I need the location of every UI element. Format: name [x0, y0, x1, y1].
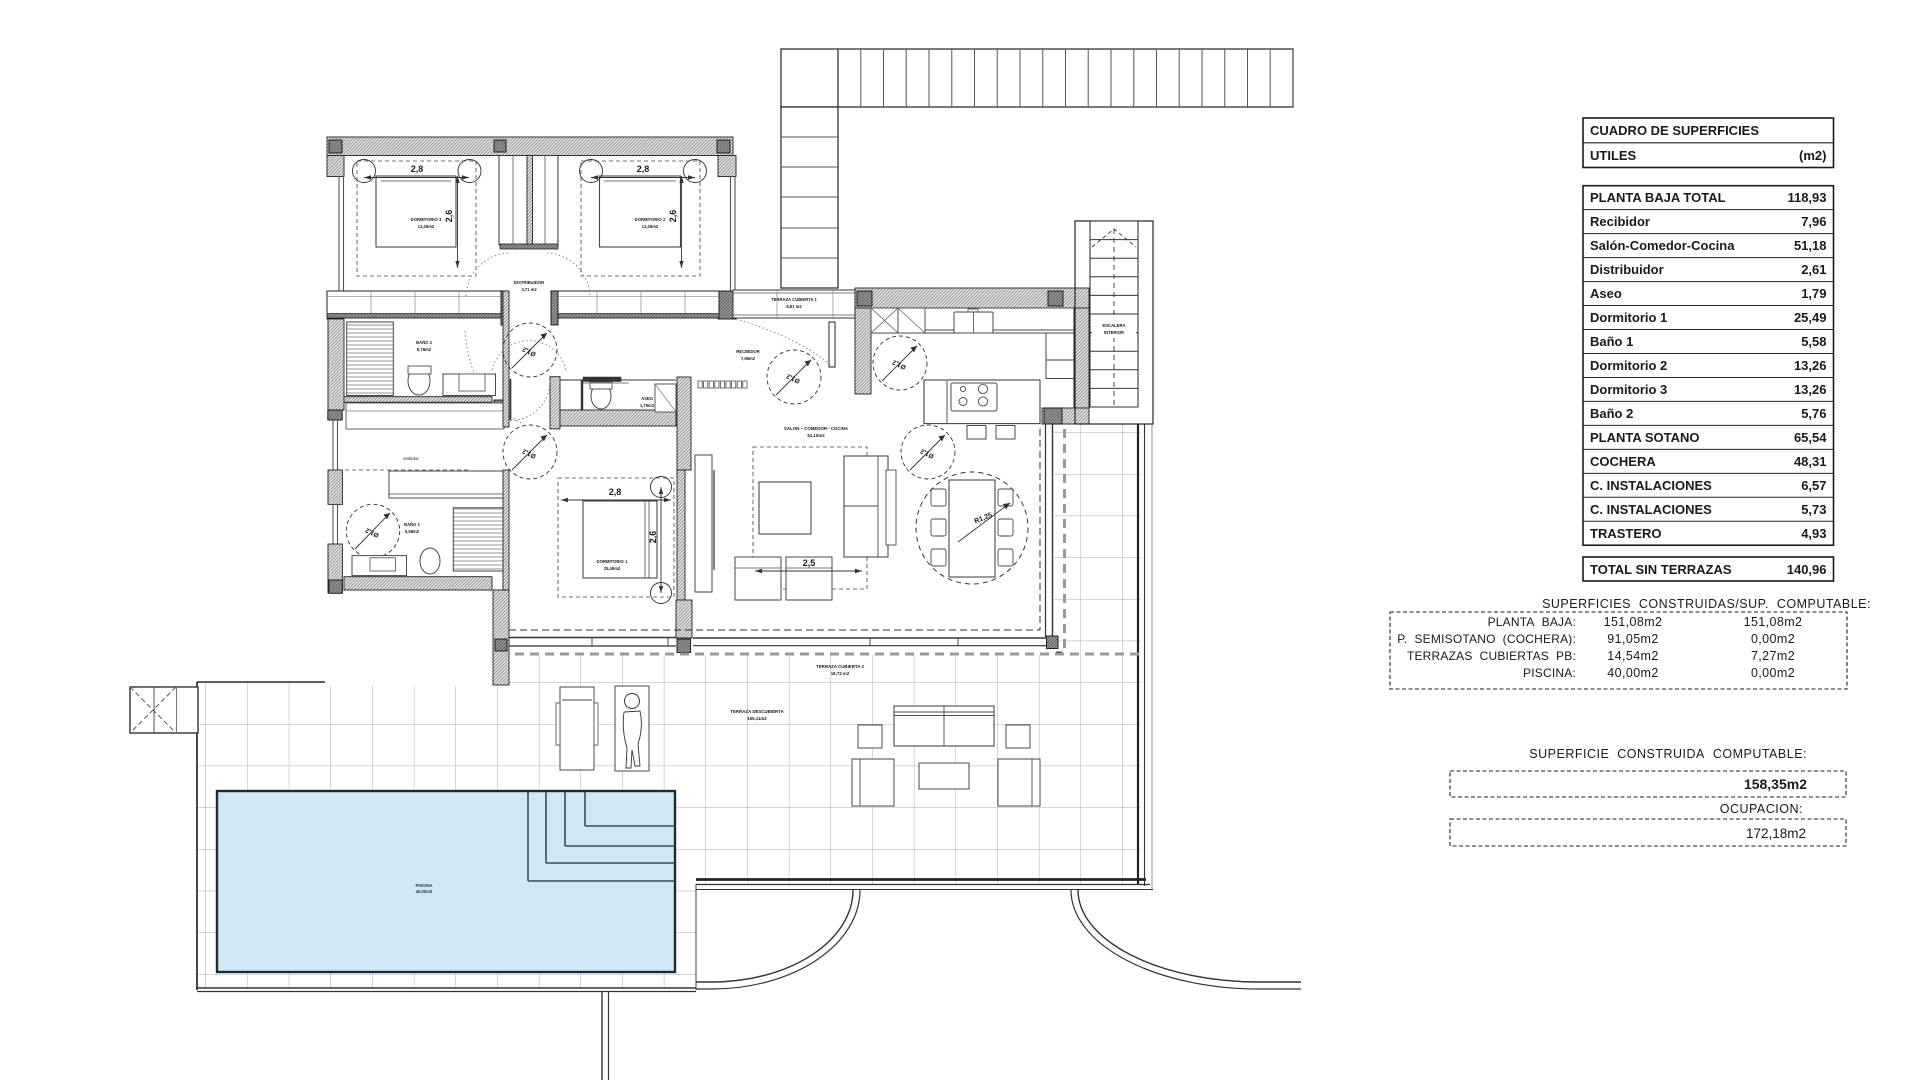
- svg-text:7,96m2: 7,96m2: [741, 356, 756, 361]
- svg-text:6,57: 6,57: [1801, 478, 1826, 493]
- svg-text:4,93: 4,93: [1801, 526, 1826, 541]
- svg-text:DORMITORIO 2: DORMITORIO 2: [635, 217, 666, 222]
- svg-text:TERRAZA CUBIERTA 2: TERRAZA CUBIERTA 2: [816, 664, 864, 669]
- svg-text:Recibidor: Recibidor: [1590, 214, 1650, 229]
- svg-text:RECIBIDOR: RECIBIDOR: [736, 349, 760, 354]
- svg-text:C. INSTALACIONES: C. INSTALACIONES: [1590, 502, 1712, 517]
- svg-text:TERRAZA DESCUBIERTA: TERRAZA DESCUBIERTA: [730, 709, 784, 714]
- svg-text:Salón-Comedor-Cocina: Salón-Comedor-Cocina: [1590, 238, 1735, 253]
- svg-text:2,6: 2,6: [444, 210, 454, 223]
- svg-text:151,08m2: 151,08m2: [1604, 615, 1663, 629]
- svg-text:7,96: 7,96: [1801, 214, 1826, 229]
- svg-text:Dormitorio 2: Dormitorio 2: [1590, 358, 1667, 373]
- svg-text:25,49: 25,49: [1794, 310, 1827, 325]
- svg-text:Distribuidor: Distribuidor: [1590, 262, 1664, 277]
- svg-text:Baño 2: Baño 2: [1590, 406, 1633, 421]
- svg-text:2,6: 2,6: [648, 531, 658, 544]
- svg-text:PLANTA SOTANO: PLANTA SOTANO: [1590, 430, 1700, 445]
- svg-text:DORMITORIO 1: DORMITORIO 1: [597, 559, 628, 564]
- svg-text:SUPERFICIE CONSTRUIDA COMPUT: SUPERFICIE CONSTRUIDA COMPUTABLE:: [1529, 747, 1807, 761]
- svg-text:TRASTERO: TRASTERO: [1590, 526, 1662, 541]
- svg-text:140,96: 140,96: [1787, 562, 1827, 577]
- svg-text:vestidor: vestidor: [403, 456, 419, 461]
- svg-text:Aseo: Aseo: [1590, 286, 1622, 301]
- svg-text:P. SEMISOTANO (COCHERA):: P. SEMISOTANO (COCHERA):: [1397, 632, 1576, 646]
- svg-text:TERRAZAS CUBIERTAS PB:: TERRAZAS CUBIERTAS PB:: [1407, 649, 1576, 663]
- svg-text:3,71 m2: 3,71 m2: [521, 287, 537, 292]
- svg-text:48,31: 48,31: [1794, 454, 1827, 469]
- svg-text:155,11m2: 155,11m2: [747, 716, 767, 721]
- svg-text:5,58m2: 5,58m2: [405, 529, 420, 534]
- svg-text:PISCINA:: PISCINA:: [1523, 666, 1576, 680]
- svg-text:13,26: 13,26: [1794, 358, 1827, 373]
- svg-text:5,76: 5,76: [1801, 406, 1826, 421]
- svg-text:151,08m2: 151,08m2: [1744, 615, 1803, 629]
- svg-text:TOTAL SIN TERRAZAS: TOTAL SIN TERRAZAS: [1590, 562, 1732, 577]
- svg-text:Dormitorio 3: Dormitorio 3: [1590, 382, 1667, 397]
- svg-text:172,18m2: 172,18m2: [1746, 826, 1806, 841]
- svg-text:COCHERA: COCHERA: [1590, 454, 1656, 469]
- svg-text:Baño 1: Baño 1: [1590, 334, 1633, 349]
- svg-text:158,35m2: 158,35m2: [1744, 776, 1807, 792]
- svg-text:PLANTA BAJA:: PLANTA BAJA:: [1488, 615, 1576, 629]
- svg-text:0,00m2: 0,00m2: [1751, 666, 1795, 680]
- svg-text:19,73 m2: 19,73 m2: [831, 671, 850, 676]
- svg-text:0,00m2: 0,00m2: [1751, 632, 1795, 646]
- svg-text:INTERIOR: INTERIOR: [1104, 330, 1124, 335]
- svg-text:PISCINA: PISCINA: [416, 883, 433, 888]
- svg-text:UTILES: UTILES: [1590, 148, 1637, 163]
- svg-text:2,6: 2,6: [668, 210, 678, 223]
- svg-text:OCUPACION:: OCUPACION:: [1720, 802, 1803, 816]
- svg-text:(m2): (m2): [1799, 148, 1826, 163]
- svg-text:2,8: 2,8: [637, 164, 650, 174]
- svg-text:51,15m2: 51,15m2: [807, 433, 825, 438]
- svg-text:14,54m2: 14,54m2: [1607, 649, 1658, 663]
- svg-text:DISTRIBUIDOR: DISTRIBUIDOR: [514, 280, 544, 285]
- svg-text:2,61: 2,61: [1801, 262, 1826, 277]
- svg-text:13,26m2: 13,26m2: [418, 224, 435, 229]
- svg-text:C. INSTALACIONES: C. INSTALACIONES: [1590, 478, 1712, 493]
- svg-text:65,54: 65,54: [1794, 430, 1827, 445]
- svg-text:1,79: 1,79: [1801, 286, 1826, 301]
- svg-text:Dormitorio 1: Dormitorio 1: [1590, 310, 1667, 325]
- svg-text:2,5: 2,5: [803, 558, 816, 568]
- svg-text:7,27m2: 7,27m2: [1751, 649, 1795, 663]
- svg-text:TERRAZA CUBIERTA 1: TERRAZA CUBIERTA 1: [771, 297, 817, 302]
- svg-text:91,05m2: 91,05m2: [1607, 632, 1658, 646]
- svg-text:118,93: 118,93: [1787, 190, 1826, 205]
- svg-text:BAÑO 2: BAÑO 2: [416, 340, 432, 345]
- svg-text:DORMITORIO 3: DORMITORIO 3: [411, 217, 442, 222]
- svg-text:5,73: 5,73: [1801, 502, 1826, 517]
- svg-text:1,79m2: 1,79m2: [640, 403, 655, 408]
- svg-text:13,26m2: 13,26m2: [642, 224, 659, 229]
- svg-text:PLANTA BAJA TOTAL: PLANTA BAJA TOTAL: [1590, 190, 1726, 205]
- svg-text:5,76m2: 5,76m2: [417, 347, 432, 352]
- svg-text:40,00m2: 40,00m2: [416, 889, 433, 894]
- svg-text:SUPERFICIES CONSTRUIDAS/SUP.: SUPERFICIES CONSTRUIDAS/SUP. COMPUTABLE:: [1542, 597, 1871, 611]
- svg-text:13,26: 13,26: [1794, 382, 1827, 397]
- svg-text:SALON – COMEDOR– COCINA: SALON – COMEDOR– COCINA: [784, 426, 849, 431]
- svg-text:ESCALERA: ESCALERA: [1102, 323, 1125, 328]
- svg-text:40,00m2: 40,00m2: [1607, 666, 1658, 680]
- svg-text:51,18: 51,18: [1794, 238, 1827, 253]
- svg-text:2,8: 2,8: [609, 487, 622, 497]
- svg-text:5,81 m2: 5,81 m2: [786, 304, 802, 309]
- svg-text:ASEO: ASEO: [641, 396, 654, 401]
- svg-text:2,8: 2,8: [411, 164, 424, 174]
- svg-text:5,58: 5,58: [1801, 334, 1826, 349]
- svg-text:CUADRO DE SUPERFICIES: CUADRO DE SUPERFICIES: [1590, 123, 1759, 138]
- svg-text:BAÑO 1: BAÑO 1: [404, 522, 420, 527]
- svg-text:25,49m2: 25,49m2: [604, 566, 621, 571]
